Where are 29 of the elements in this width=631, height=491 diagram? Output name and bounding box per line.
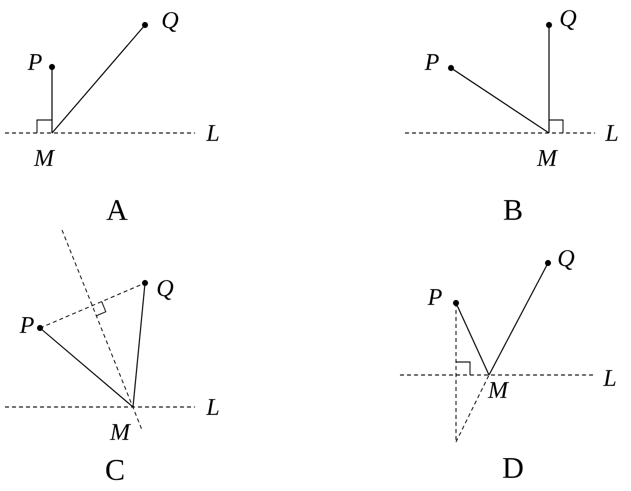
point-label: Q: [142, 12, 178, 32]
line-label: L: [603, 370, 616, 386]
point-label: Q: [142, 280, 174, 300]
point-label: P: [428, 289, 459, 306]
line-segment: [132, 282, 146, 408]
line-segment: [548, 25, 550, 133]
line-segment: [52, 24, 146, 134]
point-label: M: [488, 382, 510, 398]
line-segment: [51, 67, 53, 133]
line-label: L: [605, 125, 618, 141]
panel-label: C: [106, 460, 124, 480]
panel-label: D: [503, 458, 523, 478]
line-label: L: [206, 399, 219, 415]
line-segment: [488, 262, 548, 376]
line-segment: [456, 302, 490, 376]
point-label: M: [110, 424, 132, 440]
point-label: P: [20, 317, 43, 333]
point-label: M: [34, 150, 56, 166]
line-segment: [450, 68, 550, 134]
point-label: P: [28, 54, 55, 70]
panel-label: A: [106, 200, 128, 220]
point-label: Q: [546, 10, 576, 30]
point-label: M: [536, 150, 558, 166]
point-label: Q: [545, 250, 574, 270]
point-label: P: [424, 54, 454, 71]
panel-label: B: [504, 200, 522, 220]
line-label: L: [206, 125, 219, 141]
line-segment: [40, 282, 146, 328]
line-segment: [40, 328, 134, 408]
